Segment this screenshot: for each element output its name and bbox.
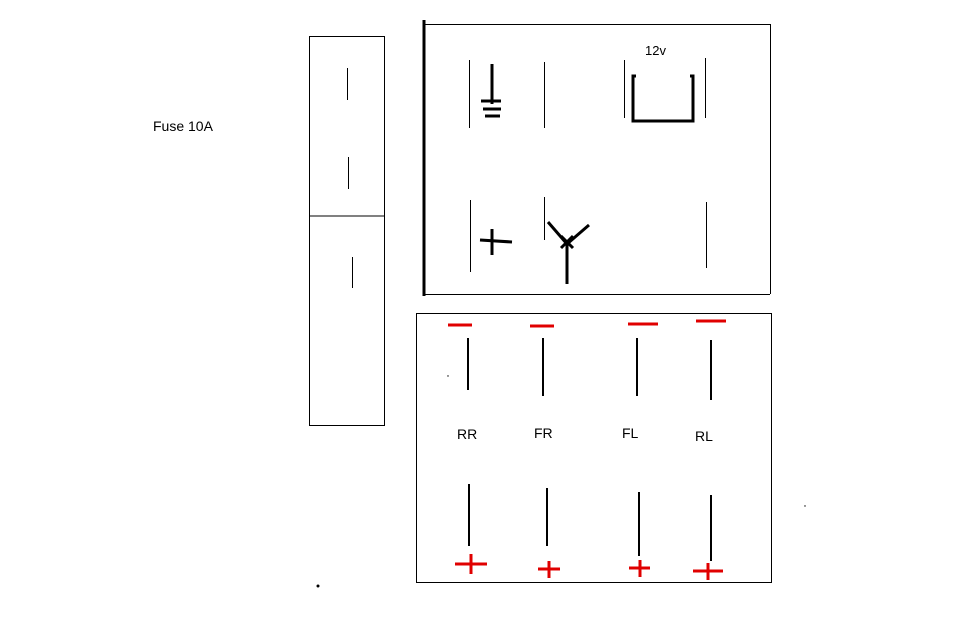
positive-pins	[468, 484, 712, 561]
channel-label-fl: FL	[622, 425, 639, 441]
plus-icon	[479, 229, 513, 255]
12v-bracket-icon	[631, 74, 695, 123]
channel-label-rr: RR	[457, 426, 477, 442]
plus-icon-rl	[693, 563, 723, 580]
fuse-block-outline	[309, 36, 385, 426]
speck-dot	[447, 375, 449, 377]
speaker-connector	[416, 313, 772, 583]
channel-label-fr: FR	[534, 425, 553, 441]
plus-icon-fl	[629, 560, 650, 577]
fuse-block	[309, 36, 385, 426]
fuse-label: Fuse 10A	[153, 118, 214, 134]
negative-pins	[467, 338, 712, 400]
plus-icon-rr	[455, 554, 487, 574]
channel-label-rl: RL	[695, 428, 713, 444]
voltage-label: 12v	[645, 43, 666, 58]
antenna-icon	[546, 221, 590, 284]
minus-marks	[448, 319, 726, 328]
power-connector	[422, 20, 771, 296]
plus-marks	[455, 554, 723, 580]
ground-icon	[481, 64, 501, 118]
speck-dot	[316, 584, 320, 588]
speck-dot	[804, 505, 806, 507]
speaker-connector-outline	[416, 313, 772, 583]
plus-icon-fr	[538, 561, 560, 578]
